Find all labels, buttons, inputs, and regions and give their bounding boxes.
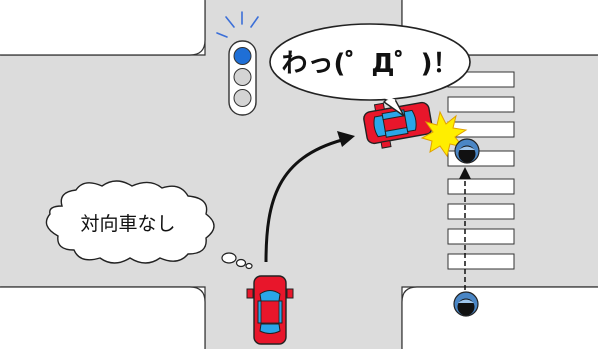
speech-bubble-text: わっ(゜Д゜)！: [282, 49, 459, 79]
traffic-light-lamp-red: [233, 89, 252, 107]
thought-bubble-text: 対向車なし: [80, 213, 175, 235]
traffic-light-lamp-blue: [233, 47, 252, 65]
arrow-head-icon: [337, 131, 355, 147]
pedestrian-waiting: [453, 291, 479, 317]
speech-bubble: わっ(゜Д゜)！: [269, 23, 471, 117]
car-after-turn: [363, 101, 433, 149]
pedestrian-path-arrow: [459, 167, 471, 290]
crosswalk-stripe: [447, 253, 515, 270]
thought-bubble: 対向車なし: [45, 180, 253, 270]
thought-bubble-dot: [245, 262, 253, 270]
collision-flash-icon: [420, 110, 468, 158]
traffic-light-lamp-yellow: [233, 68, 252, 86]
crosswalk-stripe: [447, 228, 515, 245]
thought-bubble-dot: [221, 252, 237, 264]
crosswalk-stripe: [447, 178, 515, 195]
traffic-light: [216, 11, 259, 116]
pedestrian-at-crosswalk: [454, 138, 480, 164]
thought-bubble-dot: [235, 258, 247, 268]
crosswalk-stripe: [447, 96, 515, 113]
crosswalk-stripe: [447, 203, 515, 220]
arrow-head-icon: [459, 167, 471, 179]
light-glow-icon: [216, 11, 259, 38]
turn-path-arrow: [264, 131, 355, 263]
car-before-turn: [246, 275, 294, 345]
